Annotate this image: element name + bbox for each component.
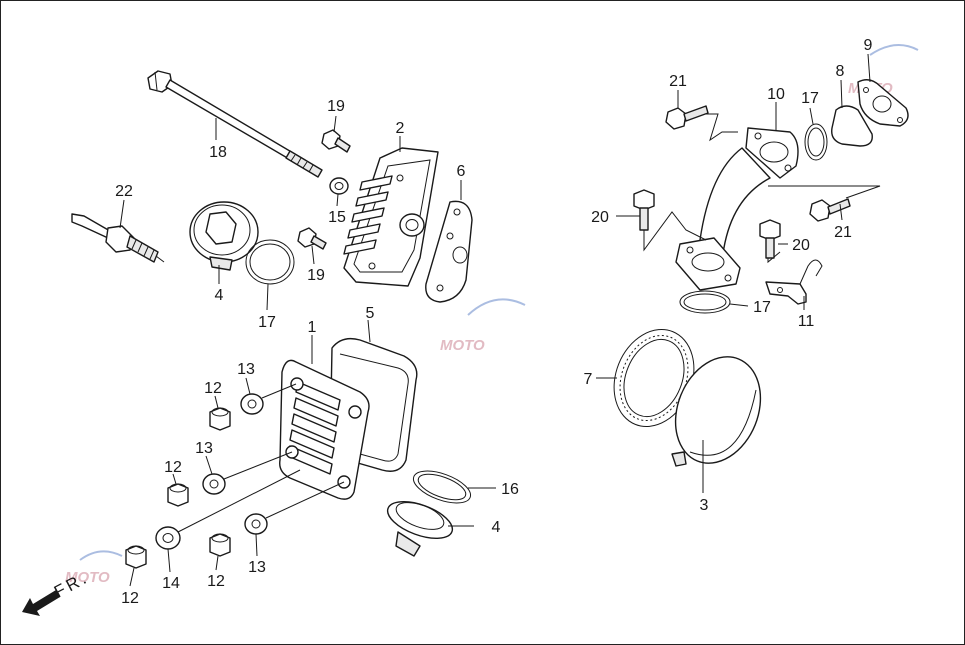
part-21-bolt-upper <box>665 105 709 130</box>
callout-2: 2 <box>396 120 405 137</box>
callout-7: 7 <box>584 371 593 388</box>
part-20-bolt-right <box>759 219 781 259</box>
part-12-nut-d <box>209 533 231 557</box>
part-4-filler-plug-lower <box>386 501 454 557</box>
part-15-washer <box>329 177 349 195</box>
part-21-bolt-lower <box>809 198 851 222</box>
part-19-bolt-lower <box>297 227 327 250</box>
part-10-intake-pipe <box>675 127 799 291</box>
part-2-breather-cover <box>343 147 439 287</box>
callout-6: 6 <box>457 163 466 180</box>
part-14-washer <box>155 526 181 550</box>
callout-13-a: 13 <box>237 361 255 378</box>
callout-19-lower: 19 <box>307 267 325 284</box>
callout-1: 1 <box>308 319 317 336</box>
callout-12-d: 12 <box>207 573 225 590</box>
watermark-text: MOTO <box>65 569 110 586</box>
part-4-filler-plug-top <box>189 201 259 271</box>
callout-20-left: 20 <box>591 209 609 226</box>
assembly-lines-head <box>177 383 345 533</box>
leader-lines <box>119 53 871 587</box>
part-9-gasket <box>857 79 909 127</box>
callout-14: 14 <box>162 575 180 592</box>
callout-13-b: 13 <box>195 440 213 457</box>
callout-21-upper: 21 <box>669 73 687 90</box>
callout-17-top: 17 <box>258 314 276 331</box>
callout-16: 16 <box>501 481 519 498</box>
callout-labels: 1 2 3 4 4 5 6 7 8 9 10 11 12 12 12 12 13… <box>115 37 872 607</box>
part-1-cylinder-head-cover <box>279 359 370 500</box>
part-17-o-ring-upper-right <box>804 123 828 161</box>
callout-12-a: 12 <box>204 380 222 397</box>
part-18-stud-bolt <box>147 70 323 178</box>
part-22-spark-plug <box>71 213 165 263</box>
part-8-insulator <box>831 105 873 147</box>
part-11-bracket <box>765 259 823 305</box>
part-20-bolt-left <box>633 189 655 231</box>
callout-20-right: 20 <box>792 237 810 254</box>
assembly-lines-intake <box>643 113 881 264</box>
part-12-nut-a <box>209 407 231 431</box>
callout-4-top: 4 <box>215 287 224 304</box>
callout-12-c: 12 <box>121 590 139 607</box>
callout-9: 9 <box>864 37 873 54</box>
callout-18: 18 <box>209 144 227 161</box>
callout-10: 10 <box>767 86 785 103</box>
callout-21-lower: 21 <box>834 224 852 241</box>
part-19-bolt-upper <box>321 129 351 153</box>
callout-8: 8 <box>836 63 845 80</box>
part-6-gasket <box>425 200 473 303</box>
part-17-o-ring-lower-right <box>679 290 731 314</box>
front-direction-indicator: FR. <box>22 568 92 616</box>
part-17-o-ring-top <box>245 239 295 285</box>
callout-12-b: 12 <box>164 459 182 476</box>
callout-3: 3 <box>700 497 709 514</box>
part-3-cap <box>671 356 762 467</box>
callout-13-c: 13 <box>248 559 266 576</box>
part-13-washer-b <box>202 473 226 495</box>
callout-11: 11 <box>798 313 815 330</box>
callout-19-upper: 19 <box>327 98 345 115</box>
part-12-nut-b <box>167 483 189 507</box>
callout-4-lower: 4 <box>492 519 501 536</box>
callout-17-lower-right: 17 <box>753 299 771 316</box>
callout-17-upper-right: 17 <box>801 90 819 107</box>
part-12-nut-c <box>125 545 147 569</box>
watermark-bottom-left: MOTO <box>65 550 123 586</box>
callout-22: 22 <box>115 183 133 200</box>
part-13-washer-a <box>240 393 264 415</box>
watermark-center: MOTO <box>440 298 526 354</box>
watermark-text: MOTO <box>440 337 485 354</box>
part-13-washer-c <box>244 513 268 535</box>
callout-5: 5 <box>366 305 375 322</box>
part-16-o-ring <box>412 470 472 504</box>
callout-15: 15 <box>328 209 346 226</box>
